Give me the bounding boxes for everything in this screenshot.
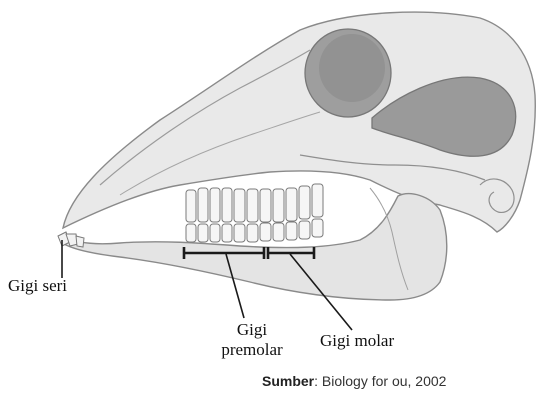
source-text: : Biology for ou, 2002 — [314, 373, 446, 389]
upper-teeth — [186, 184, 323, 222]
premolar-label: Gigi premolar — [204, 320, 300, 360]
incisor-label: Gigi seri — [8, 276, 67, 296]
source-prefix: Sumber — [262, 373, 314, 389]
premolar-label-line1: Gigi — [204, 320, 300, 340]
eye-socket-inner — [319, 34, 385, 102]
premolar-label-line2: premolar — [204, 340, 300, 360]
source-credit: Sumber: Biology for ou, 2002 — [262, 373, 446, 389]
molar-label: Gigi molar — [320, 331, 394, 351]
